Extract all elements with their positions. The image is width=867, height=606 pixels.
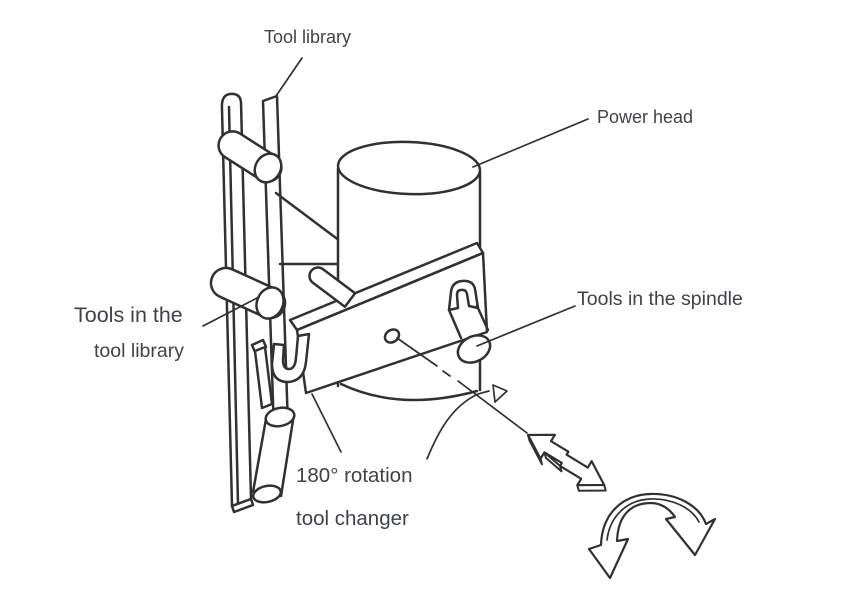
pivot-hole [383,328,401,344]
label-power-head: Power head [597,107,694,127]
label-tool-changer-line2: tool changer [296,507,409,530]
library-tool-bottom [251,406,296,504]
label-tools-in-spindle: Tools in the spindle [577,288,743,310]
library-tool-middle [209,266,287,320]
pivot-centerline [396,337,528,434]
double-headed-arrow-icon [526,433,607,492]
left-gripper-hook [270,332,311,384]
library-tool-holder-rod [250,338,274,410]
label-tools-in-library-line1: Tools in the [74,303,183,327]
rotation-arrow-icon [587,492,717,580]
library-tool-top [217,130,283,184]
swing-arc [426,384,508,460]
mounting-bracket [274,191,346,266]
leader-lines [202,57,589,453]
right-gripper-hook [447,279,490,340]
label-tool-changer-line1: 180° rotation [296,464,413,487]
label-tool-library: Tool library [264,27,352,47]
index-pin [295,251,485,332]
label-tools-in-library-line2: tool library [94,340,184,362]
